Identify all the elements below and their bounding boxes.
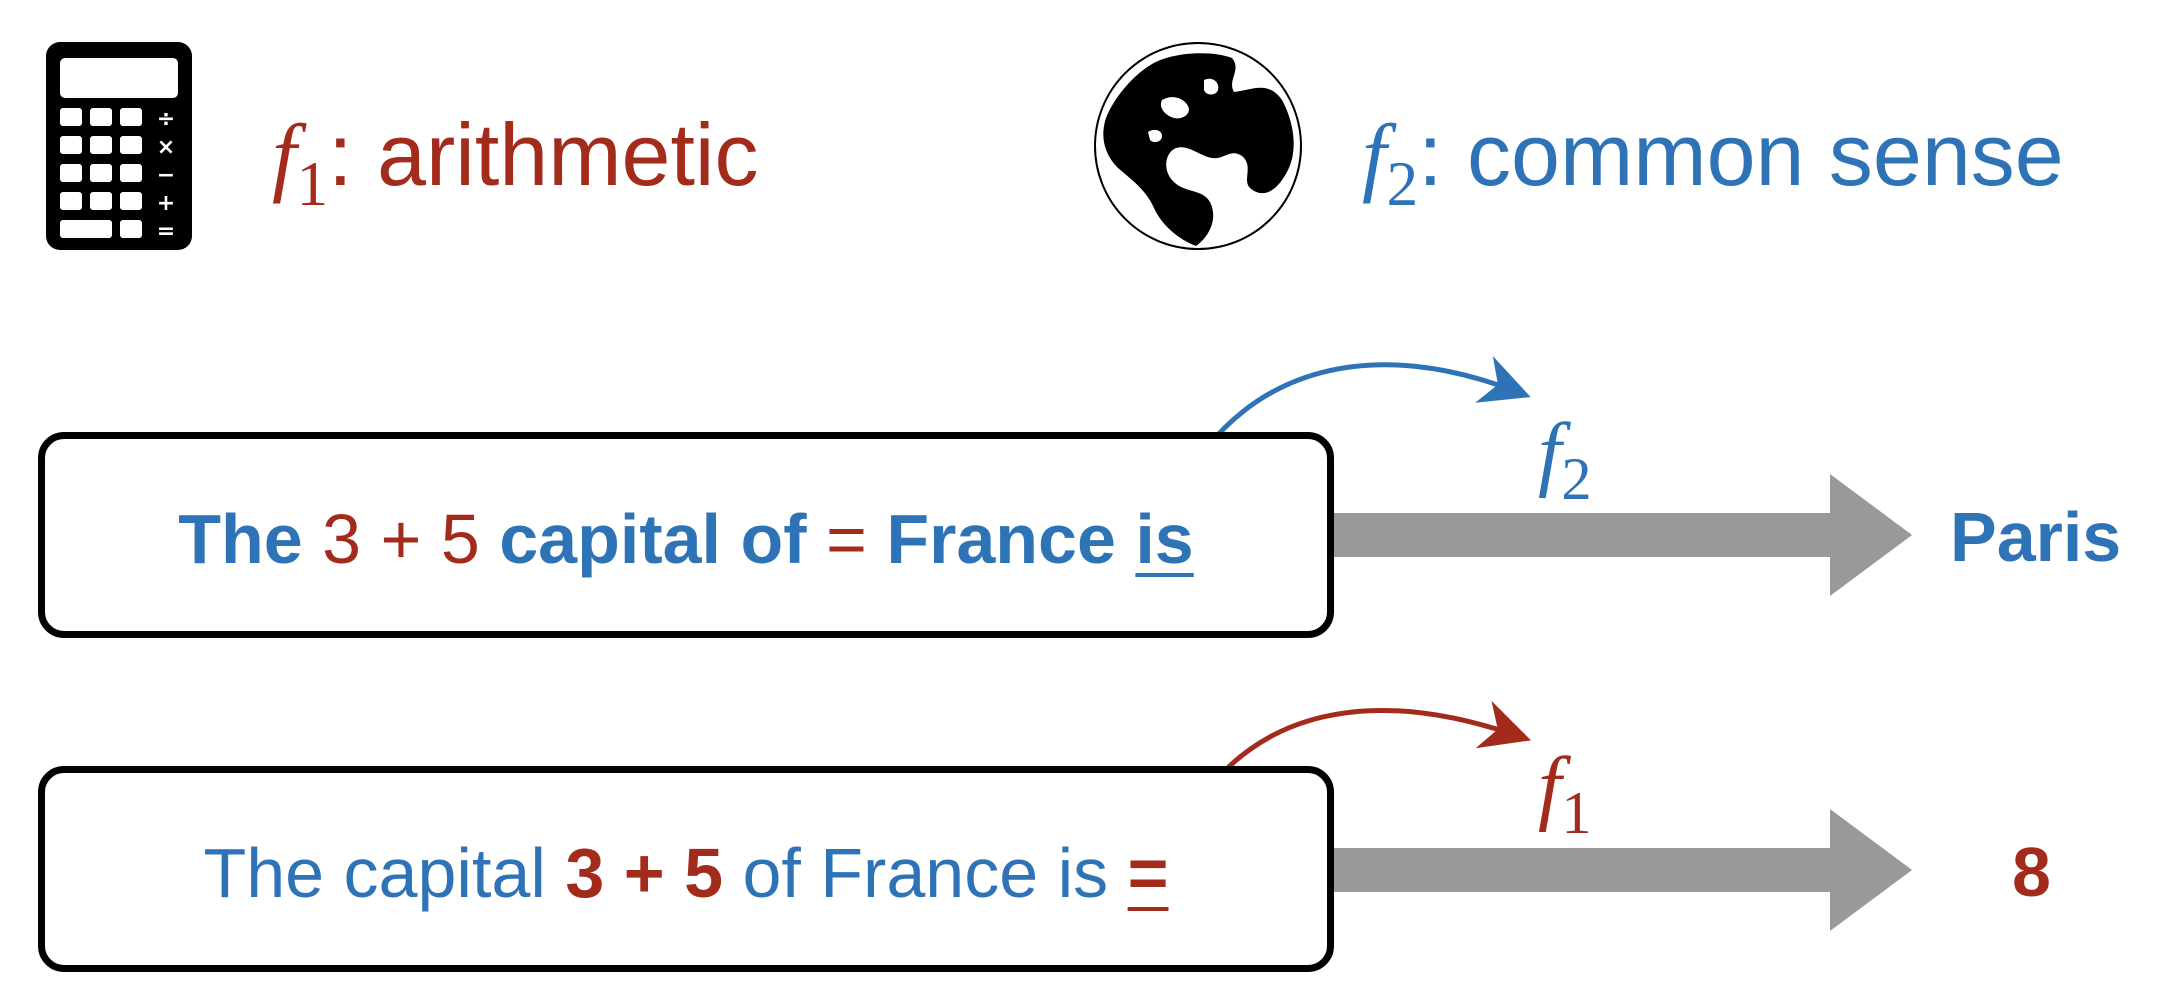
example-2-sentence: The capital 3 + 5 of France is = (45, 833, 1327, 913)
calculator-icon: ÷ × − + = (46, 42, 192, 250)
token: France (886, 500, 1116, 578)
calc-key-plus: + (157, 191, 175, 216)
function-2-name: : common sense (1418, 105, 2064, 204)
function-2-symbol: f (1362, 108, 1387, 205)
arrow-label-2-index: 1 (1561, 780, 1592, 848)
function-2-index: 2 (1386, 149, 1419, 220)
result-1: Paris (1950, 498, 2122, 576)
token-underlined: is (1135, 500, 1194, 578)
example-1-sentence: The 3 + 5 capital of = France is (45, 499, 1327, 579)
function-1-symbol: f (272, 108, 297, 205)
transform-arrow-1 (1334, 474, 1912, 596)
token: of France is (742, 834, 1109, 912)
token: = (825, 500, 867, 578)
token: 3 + 5 (565, 834, 723, 912)
example-box-1: The 3 + 5 capital of = France is (38, 432, 1334, 638)
transform-arrow-2 (1334, 809, 1912, 931)
token: 3 + 5 (322, 500, 480, 578)
token-underlined: = (1127, 834, 1169, 912)
arrow-label-2-symbol: f (1538, 740, 1562, 833)
arrow-label-1: f2 (1538, 406, 1592, 514)
calc-key-multiply: × (157, 135, 175, 160)
token: capital of (499, 500, 807, 578)
arrow-label-2: f1 (1538, 740, 1592, 848)
token: The (178, 500, 303, 578)
globe-icon (1094, 42, 1302, 250)
token: The capital (203, 834, 546, 912)
function-1-index: 1 (296, 149, 329, 220)
function-2-title: f2: common sense (1362, 100, 2064, 219)
function-1-name: : arithmetic (328, 105, 759, 204)
example-box-2: The capital 3 + 5 of France is = (38, 766, 1334, 972)
calc-key-minus: − (157, 163, 175, 188)
calc-key-equals: = (157, 219, 175, 244)
arrow-label-1-symbol: f (1538, 406, 1562, 499)
calc-key-divide: ÷ (157, 107, 175, 132)
arrow-label-1-index: 2 (1561, 446, 1592, 514)
function-1-title: f1: arithmetic (272, 100, 758, 219)
result-2: 8 (2012, 833, 2051, 911)
